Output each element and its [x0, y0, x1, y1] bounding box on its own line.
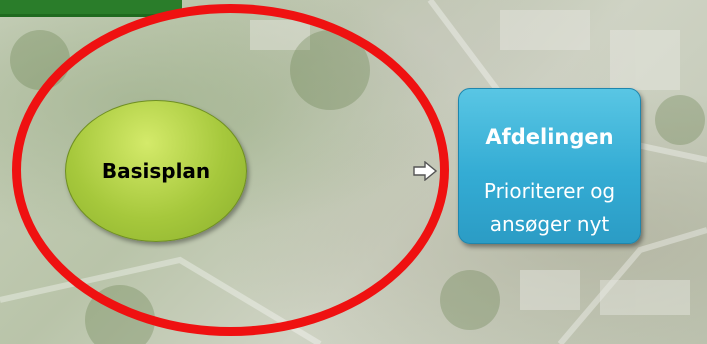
afdelingen-title: Afdelingen: [485, 125, 614, 149]
title-underline-strip: [0, 0, 182, 17]
afdelingen-box: Afdelingen Prioriterer og ansøger nyt: [458, 88, 641, 244]
afdelingen-line-2: ansøger nyt: [489, 212, 610, 236]
afdelingen-description: Prioriterer og ansøger nyt: [459, 175, 640, 241]
right-arrow-outline-icon: [413, 161, 437, 181]
highlight-circle: [12, 4, 449, 336]
afdelingen-line-1: Prioriterer og: [483, 179, 616, 203]
